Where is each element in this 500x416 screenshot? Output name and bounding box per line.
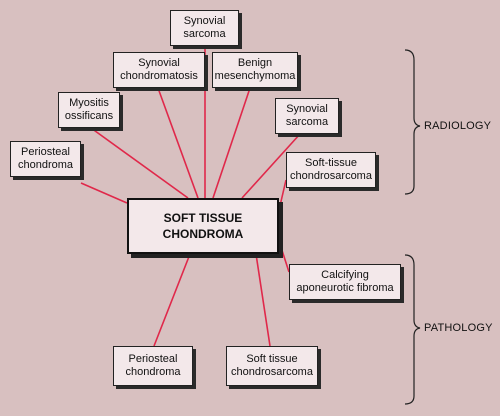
node-synovial-sarcoma-right: Synovial sarcoma xyxy=(275,98,339,134)
node-label: Synovial chondromatosis xyxy=(120,57,198,82)
connector-line-calcifying-aponeurotic-fibroma xyxy=(278,240,290,273)
connector-line-benign-mesenchymoma xyxy=(212,87,251,199)
center-label: SOFT TISSUE CHONDROMA xyxy=(162,211,244,241)
node-periosteal-chondroma-bottom: Periosteal chondroma xyxy=(113,346,193,386)
node-myositis-ossificans: Myositis ossificans xyxy=(58,92,120,128)
node-label: Benign mesenchymoma xyxy=(214,57,296,82)
node-label: Periosteal chondroma xyxy=(17,146,74,171)
node-periosteal-chondroma-top: Periosteal chondroma xyxy=(10,141,81,177)
node-soft-tissue-chondroma: SOFT TISSUE CHONDROMA xyxy=(127,198,279,254)
connector-line-periosteal-chondroma-bottom xyxy=(153,253,191,347)
node-soft-tissue-chondrosarcoma-bottom: Soft tissue chondrosarcoma xyxy=(226,346,318,386)
group-label-radiology: RADIOLOGY xyxy=(424,120,492,132)
connector-line-periosteal-chondroma-top xyxy=(80,182,128,204)
connector-line-synovial-sarcoma-right xyxy=(241,133,301,199)
pathology-bracket xyxy=(404,254,421,405)
node-label: Periosteal chondroma xyxy=(125,353,181,378)
connector-line-soft-tissue-chondrosarcoma-top xyxy=(278,179,287,211)
connector-lines xyxy=(80,46,301,347)
connector-line-soft-tissue-chondrosarcoma-bottom xyxy=(255,253,271,347)
connector-line-synovial-chondromatosis xyxy=(157,87,199,199)
node-calcifying-aponeurotic-fibroma: Calcifying aponeurotic fibroma xyxy=(289,264,401,300)
node-synovial-chondromatosis: Synovial chondromatosis xyxy=(113,52,205,88)
group-label-pathology: PATHOLOGY xyxy=(424,322,493,334)
node-label: Soft-tissue chondrosarcoma xyxy=(290,157,372,182)
node-synovial-sarcoma-top: Synovial sarcoma xyxy=(170,10,239,46)
radiology-bracket xyxy=(404,49,421,195)
node-label: Synovial sarcoma xyxy=(285,103,329,128)
node-label: Soft tissue chondrosarcoma xyxy=(231,353,313,378)
node-label: Myositis ossificans xyxy=(64,97,114,122)
node-benign-mesenchymoma: Benign mesenchymoma xyxy=(212,52,298,88)
connector-line-myositis-ossificans xyxy=(90,127,189,199)
node-label: Calcifying aponeurotic fibroma xyxy=(296,269,394,294)
node-label: Synovial sarcoma xyxy=(183,15,226,40)
node-soft-tissue-chondrosarcoma-top: Soft-tissue chondrosarcoma xyxy=(286,152,376,188)
